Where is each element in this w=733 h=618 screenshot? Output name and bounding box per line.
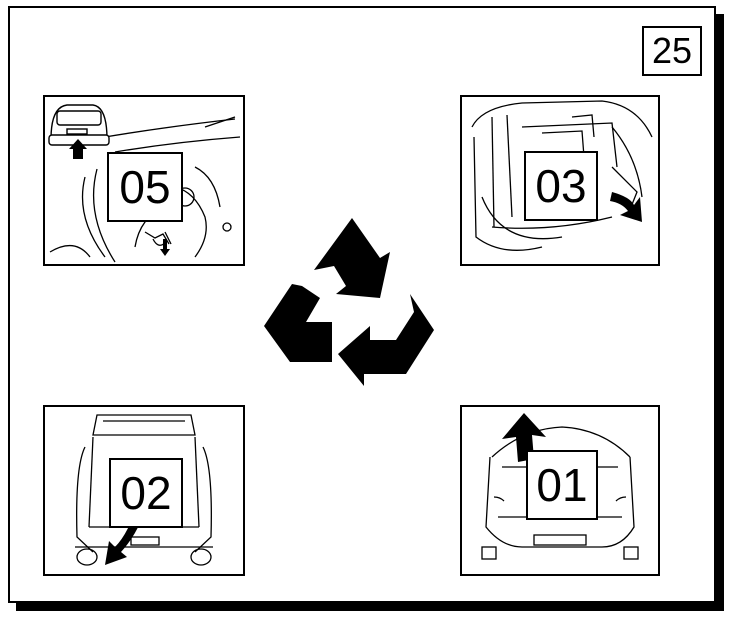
step-02-panel: 02: [43, 405, 245, 576]
rear-of-car-lift-arrow-icon: [481, 413, 639, 560]
cargo-area-panel-removal-icon: [471, 100, 653, 251]
step-03-panel: 03: [460, 95, 660, 266]
rear-underbody-detail-icon: [48, 104, 241, 263]
step-05-label: 05: [107, 152, 183, 222]
step-01-panel: 01: [460, 405, 660, 576]
step-02-label: 02: [109, 458, 183, 528]
step-01-label: 01: [526, 450, 598, 520]
step-03-label: 03: [524, 151, 598, 221]
step-05-panel: 05: [43, 95, 245, 266]
recycling-symbol-icon: [264, 218, 434, 386]
page-number: 25: [642, 26, 702, 76]
